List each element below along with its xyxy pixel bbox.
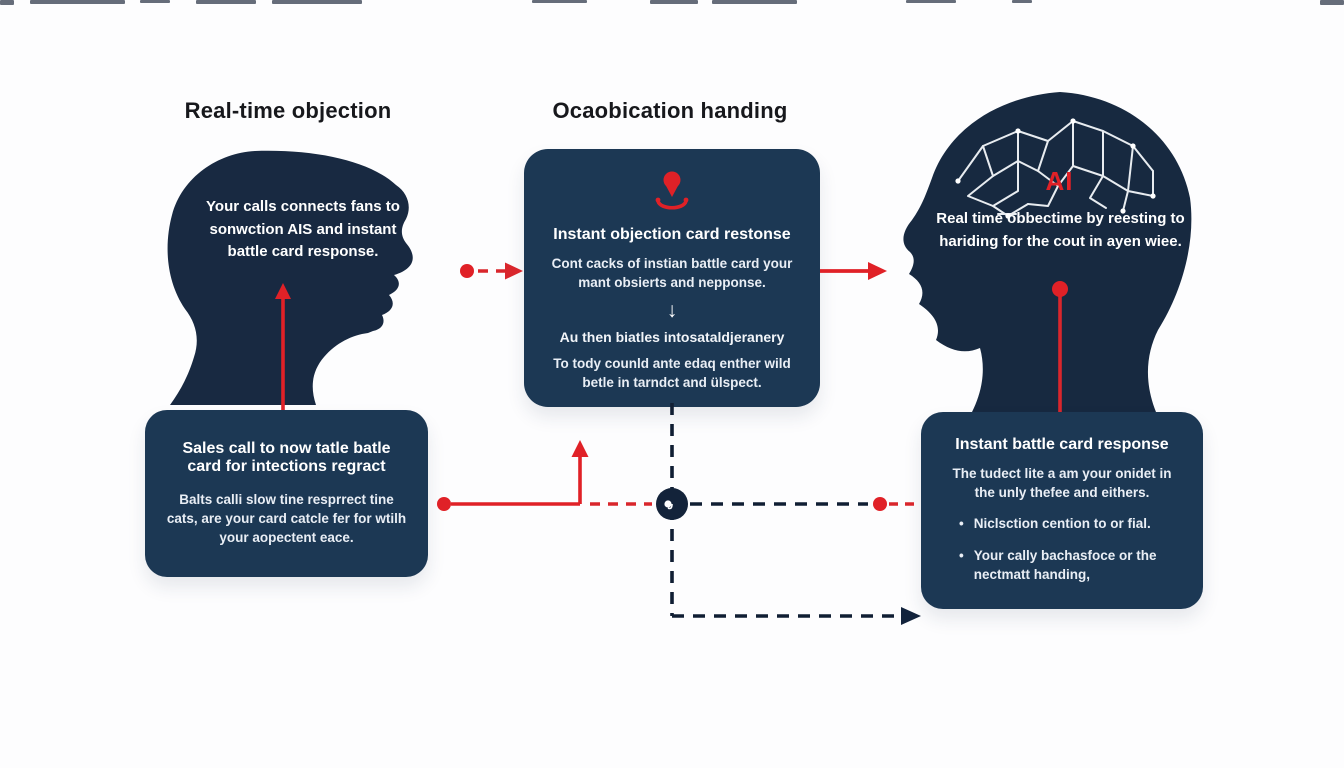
top-edge-artifact [140, 0, 170, 3]
left-head-silhouette [167, 150, 413, 405]
arrow-centercard-to-righthead [820, 262, 887, 280]
right-card-body: The tudect lite a am your onidet in the … [952, 466, 1172, 501]
top-edge-artifact [650, 0, 698, 4]
center-card-title: Instant objection card restonse [553, 226, 791, 243]
line-leftcard-to-junction [437, 440, 652, 511]
bullet-icon: • [959, 516, 964, 532]
center-card-subtitle: Au then biatles intosataldjeranery [559, 329, 785, 346]
ai-label: AI [1045, 166, 1074, 196]
dashed-line-junction-to-rightcard [690, 497, 921, 511]
junction-node [656, 488, 688, 520]
left-card: Sales call to now tatle batle card for i… [145, 410, 428, 577]
bullet-icon: • [959, 548, 964, 564]
top-edge-artifact [1320, 0, 1344, 5]
left-card-title: Sales call to now tatle batle card for i… [182, 440, 391, 475]
top-edge-artifact [712, 0, 797, 4]
top-edge-artifact [906, 0, 956, 3]
right-card: Instant battle card response The tudect … [921, 412, 1203, 609]
bullet-text: Your cally bachasfoce or the nectmatt ha… [973, 548, 1157, 583]
right-card-title: Instant battle card response [955, 436, 1169, 453]
center-card-body2: To tody counld ante edaq enther wild bet… [553, 356, 791, 391]
down-arrow-icon: ↓ [666, 299, 678, 323]
dashed-arrow-bottom [672, 607, 921, 625]
brain-network-nodes [955, 118, 1156, 219]
heading-objection-handling: Ocaobication handing [552, 98, 788, 123]
top-edge-artifact [272, 0, 362, 4]
right-card-bullet-2: • Your cally bachasfoce or the nectmatt … [941, 547, 1183, 585]
left-card-body: Balts calli slow tine resprrect tine cat… [166, 492, 407, 546]
center-card-body: Cont cacks of instian battle card your m… [551, 256, 793, 291]
right-card-bullet-1: • Niclsction cention to or fial. [941, 515, 1183, 534]
heading-realtime-objection: Real-time objection [184, 98, 392, 123]
right-head-silhouette [903, 92, 1192, 412]
top-edge-artifact [532, 0, 587, 3]
bullet-text: Niclsction cention to or fial. [973, 516, 1151, 532]
left-head-text: Your calls connects fans to sonwction AI… [206, 198, 400, 260]
center-card: Instant objection card restonse Cont cac… [524, 149, 820, 407]
arrow-lefthead-to-centercard [460, 262, 523, 280]
top-edge-artifact [30, 0, 125, 4]
top-edge-artifact [0, 0, 14, 5]
top-edge-artifact [196, 0, 256, 4]
top-edge-artifact [1012, 0, 1032, 3]
right-head-text: Real time obbectime by reesting to harid… [936, 210, 1185, 250]
map-pin-icon [655, 171, 689, 210]
